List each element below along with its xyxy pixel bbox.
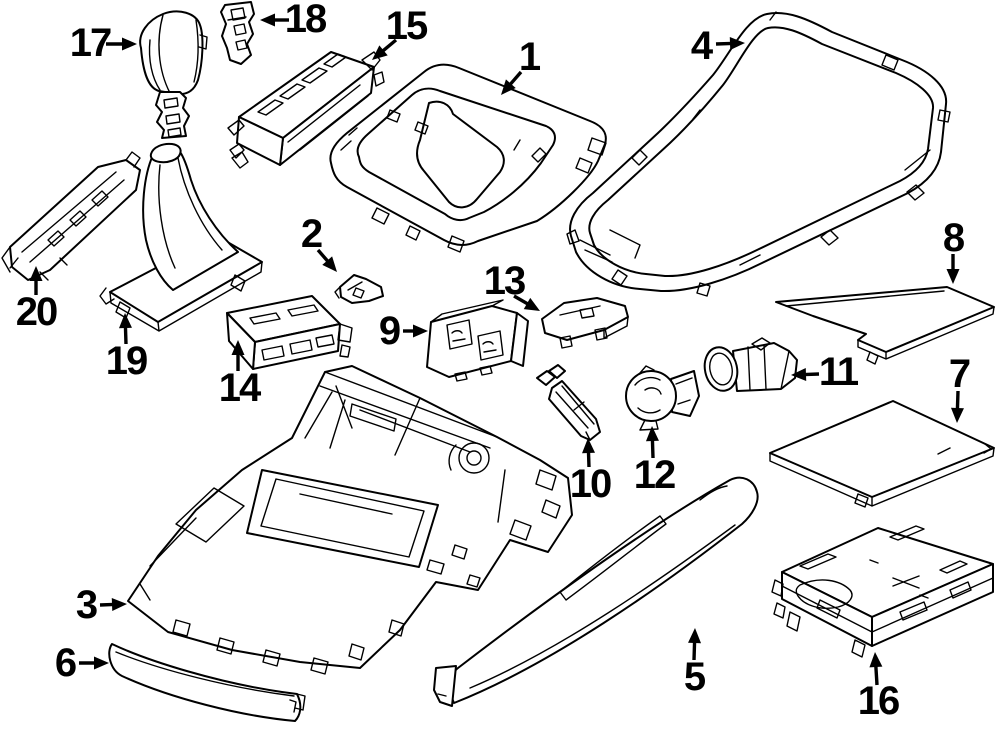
part-20-drawing [1,151,141,281]
callout-number: 11 [819,350,859,394]
callout-arrowhead [645,426,659,442]
callout-arrowhead [523,297,540,311]
part-5-drawing [433,476,759,707]
callout-arrow-shaft [803,372,820,377]
callout-number: 4 [691,24,714,68]
callout-arrowhead [260,13,275,27]
callout-number: 10 [570,462,611,506]
part-17-drawing [139,10,208,139]
part-15-drawing [227,51,385,169]
part-11-drawing [703,337,798,392]
callout-number: 3 [76,583,97,627]
callout-number: 14 [219,366,262,410]
callout-8[interactable]: 8 [943,216,967,284]
callout-number: 5 [684,655,706,699]
callout-arrowhead [791,367,807,381]
callout-15[interactable]: 15 [372,4,430,60]
callout-arrow-shaft [715,41,733,46]
callout-13[interactable]: 13 [484,259,540,311]
callout-arrowhead [29,266,43,281]
callout-number: 6 [55,641,76,685]
part-2-drawing [334,274,384,304]
callout-number: 7 [949,352,970,396]
callout-number: 15 [386,4,428,48]
callout-20[interactable]: 20 [16,266,59,334]
callout-arrowhead [111,598,127,612]
callout-arrowhead [869,652,883,668]
callout-arrowhead [946,269,960,284]
callout-number: 20 [16,290,57,334]
callout-18[interactable]: 18 [260,0,329,41]
callout-9[interactable]: 9 [379,309,428,353]
callout-19[interactable]: 19 [106,313,149,383]
callout-arrowhead [582,438,596,454]
callout-arrowhead [322,256,337,272]
callout-number: 12 [634,453,675,497]
part-8-drawing [775,286,995,365]
callout-arrowhead [413,324,428,338]
callout-arrowhead [688,628,702,644]
part-12-drawing [625,365,700,431]
callout-1[interactable]: 1 [501,35,543,95]
callout-arrow-shaft [123,325,128,345]
callout-number: 16 [858,679,899,723]
part-16-drawing [771,525,994,658]
callout-arrow-shaft [692,640,697,661]
callout-11[interactable]: 11 [791,350,861,394]
part-13-drawing [541,297,629,349]
callout-arrowhead [118,313,132,329]
callout-number: 19 [106,339,147,383]
part-19-drawing [99,142,263,332]
callout-arrowhead [231,340,245,355]
callout-number: 2 [301,212,322,256]
part-4-drawing [566,11,951,297]
callout-number: 17 [70,21,111,65]
part-18-drawing [220,1,255,65]
callout-17[interactable]: 17 [70,21,137,65]
callout-5[interactable]: 5 [684,628,708,699]
callout-number: 13 [484,259,525,303]
callout-arrow-shaft [380,38,398,53]
callout-number: 1 [519,35,541,79]
callout-3[interactable]: 3 [76,583,127,627]
callout-arrow-shaft [586,450,591,468]
callout-arrow-shaft [874,664,879,686]
part-3-drawing [127,365,573,675]
part-7-drawing [769,400,995,508]
callout-arrow-shaft [650,438,655,459]
part-14-drawing [226,295,353,370]
callout-14[interactable]: 14 [219,340,264,410]
callout-6[interactable]: 6 [55,641,109,685]
callout-arrowhead [501,79,516,95]
callout-12[interactable]: 12 [634,426,677,497]
callout-number: 8 [943,216,965,260]
callout-number: 9 [379,309,400,353]
callout-7[interactable]: 7 [949,352,972,423]
callout-arrowhead [729,37,745,51]
callout-arrowhead [950,407,964,423]
callout-2[interactable]: 2 [301,212,337,272]
part-6-drawing [108,643,306,722]
callout-10[interactable]: 10 [570,438,613,506]
callout-arrow-shaft [508,70,523,87]
callout-arrowhead [122,37,137,51]
part-10-drawing [536,364,601,441]
callout-arrow-shaft [955,390,960,411]
callout-arrow-shaft [513,294,530,306]
callout-arrowhead [372,45,388,60]
callout-arrow-shaft [316,248,330,264]
part-1-drawing [329,63,607,253]
callout-number: 18 [285,0,327,41]
part-9-drawing [426,299,529,382]
callout-arrowhead [94,656,109,670]
callout-16[interactable]: 16 [858,652,901,723]
callout-arrow-shaft [99,602,115,607]
